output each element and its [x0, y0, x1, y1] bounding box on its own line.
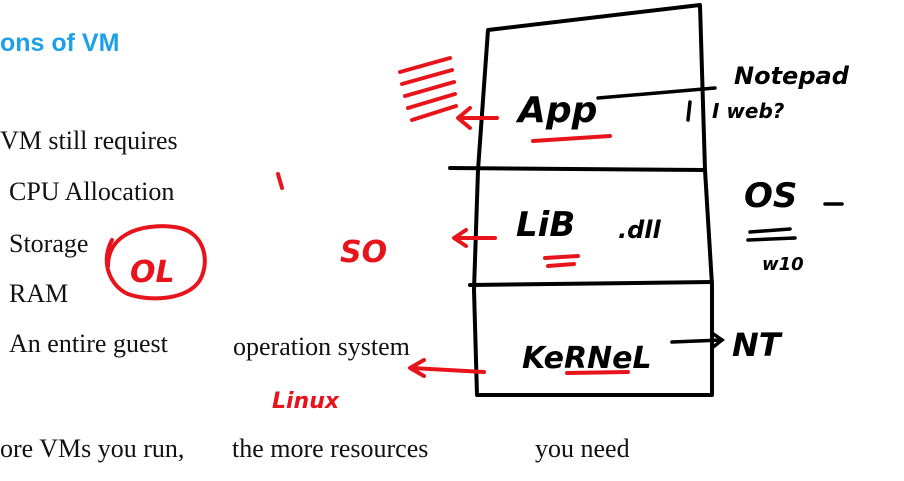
slide-title: ons of VM [0, 29, 120, 57]
dll-label: .dll [618, 216, 662, 244]
bullet-guest: An entire guest [9, 329, 168, 358]
so-label: SO [340, 235, 387, 270]
notepad-label: Notepad [734, 62, 850, 90]
linux-label: Linux [272, 389, 340, 414]
bullet-cpu: CPU Allocation [9, 177, 175, 206]
kernel-label: KeRNeL [522, 341, 652, 376]
footer-part-1: ore VMs you run, [0, 434, 185, 463]
bullet-storage: Storage [9, 229, 89, 258]
intro-text: VM still requires [0, 126, 178, 155]
bullet-ram: RAM [9, 279, 69, 308]
lib-label: LiB [516, 205, 575, 245]
os-label: OS [744, 176, 797, 216]
nt-label: NT [732, 326, 783, 364]
w10-label: w10 [762, 254, 804, 275]
iweb-label: I web? [712, 99, 785, 123]
app-label: App [515, 90, 597, 131]
ol-label: OL [130, 255, 175, 290]
footer-part-2: the more resources [232, 434, 429, 463]
bullet-os: operation system [233, 332, 410, 361]
layer-stack-box [448, 3, 714, 397]
footer-part-3: you need [535, 434, 630, 463]
